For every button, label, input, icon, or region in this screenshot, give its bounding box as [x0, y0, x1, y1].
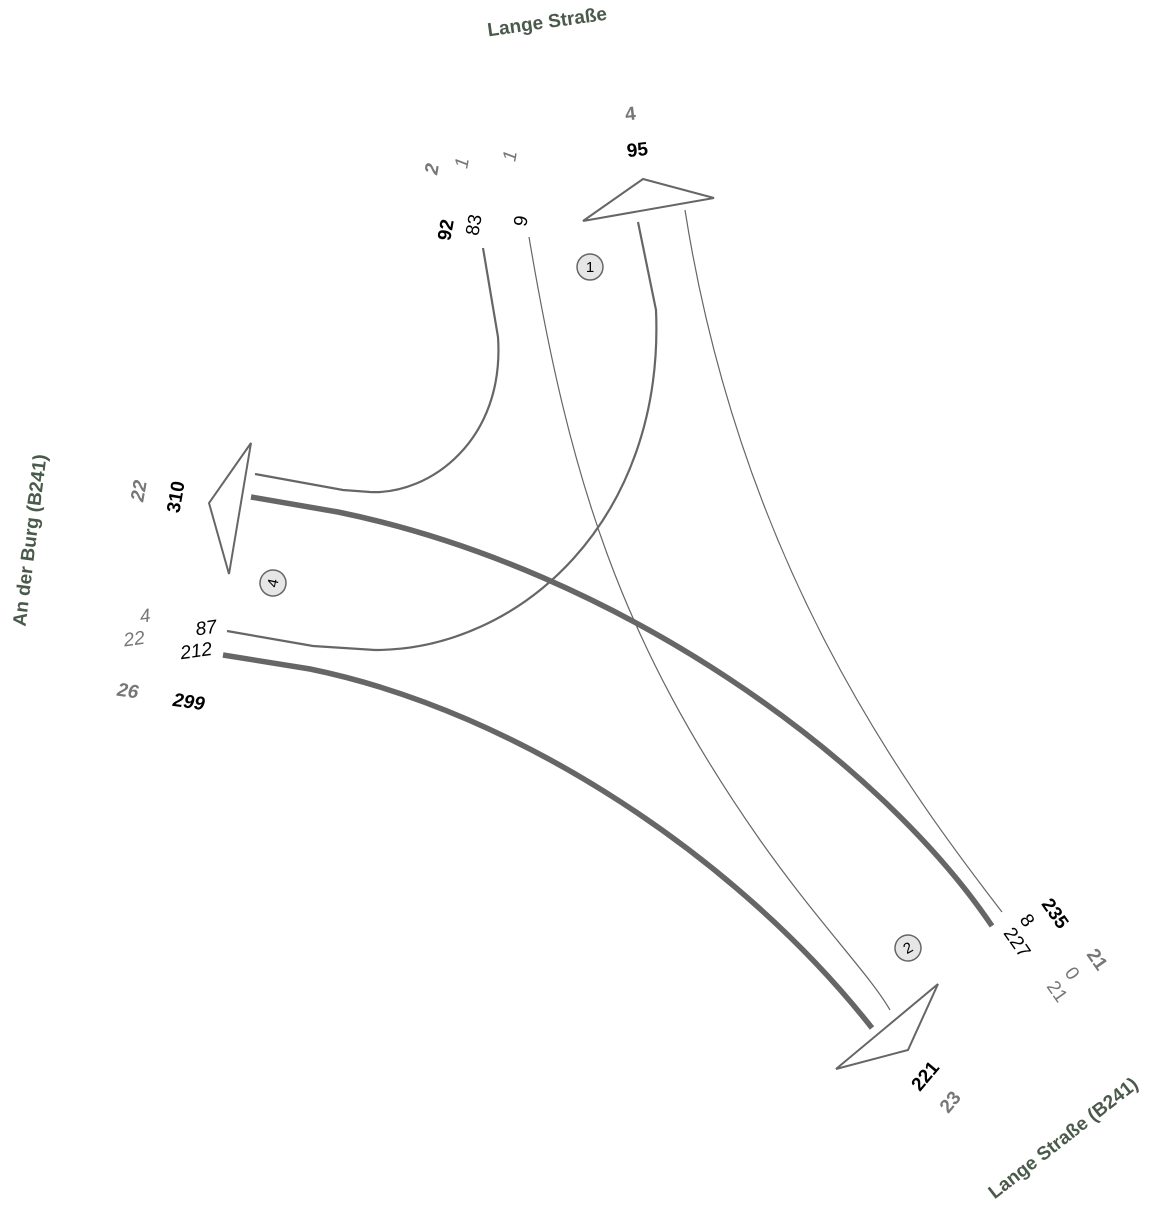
west-in-total: 310 [163, 480, 189, 515]
southeast-out-heavy: 23 [936, 1088, 966, 1118]
street-name-west: An der Burg (B241) [10, 453, 52, 627]
west-in-heavy: 22 [127, 478, 152, 504]
west-out-total: 299 [171, 690, 207, 715]
flow-west-to-north [226, 221, 658, 652]
svg-text:1: 1 [586, 259, 594, 276]
north-to-southeast-heavy: 1 [499, 149, 522, 163]
node-marker-1: 1 [576, 253, 604, 281]
southeast-in-heavy: 21 [1082, 945, 1112, 975]
svg-text:4: 4 [264, 577, 282, 589]
flow-southeast-to-west [250, 494, 995, 928]
north-out-total: 92 [434, 218, 458, 242]
flow-north-to-southeast [528, 236, 891, 1011]
street-name-north: Lange Straße [486, 4, 608, 42]
north-to-southeast-volume: 9 [510, 214, 533, 228]
west-out-heavy: 26 [115, 680, 140, 704]
southeast-arm-triangle [835, 983, 939, 1070]
flow-southeast-to-north [684, 209, 1003, 913]
southeast-to-north-heavy: 0 [1060, 963, 1083, 984]
node-marker-4: 4 [259, 569, 287, 597]
west-to-north-volume: 87 [194, 616, 219, 640]
north-out-heavy: 2 [421, 162, 444, 177]
node-marker-2: 2 [894, 934, 922, 962]
west-arm-triangle [207, 442, 252, 575]
north-to-west-heavy: 1 [451, 156, 474, 170]
flow-north-to-west [254, 247, 500, 494]
west-to-southeast-volume: 212 [178, 639, 214, 664]
west-to-north-heavy: 4 [139, 605, 152, 627]
flow-west-to-southeast [222, 652, 875, 1030]
north-arm-triangle [582, 177, 715, 222]
north-in-heavy: 4 [624, 103, 637, 125]
west-to-southeast-heavy: 22 [121, 628, 146, 652]
street-name-southeast: Lange Straße (B241) [985, 1074, 1143, 1204]
southeast-out-total: 221 [908, 1057, 945, 1095]
north-to-west-volume: 83 [462, 213, 486, 237]
southeast-to-west-volume: 227 [999, 924, 1034, 962]
north-in-total: 95 [626, 139, 650, 162]
southeast-in-total: 235 [1037, 895, 1073, 933]
